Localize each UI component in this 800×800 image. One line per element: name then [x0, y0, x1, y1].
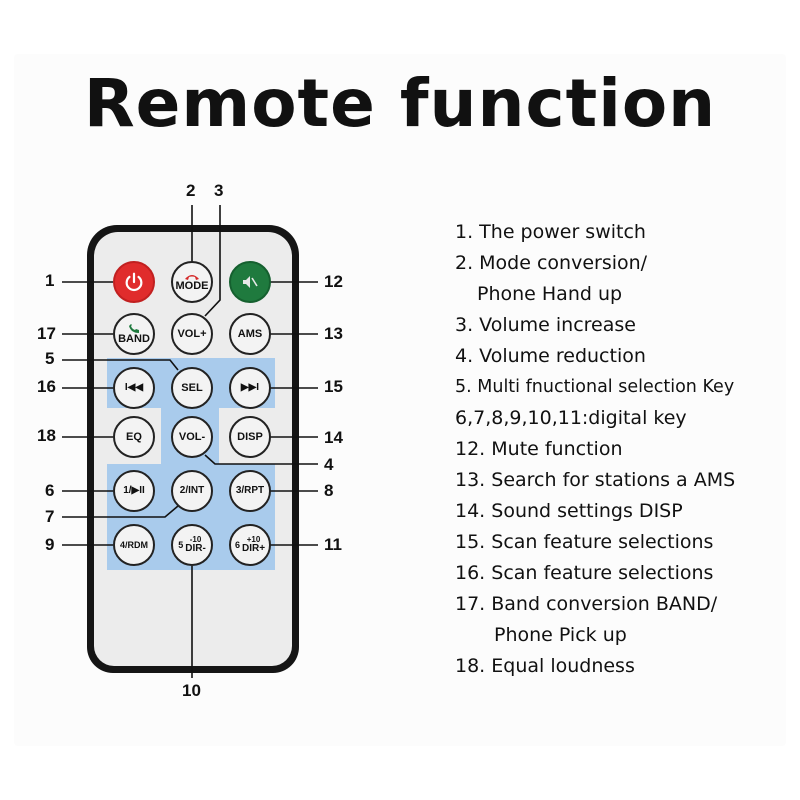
key-6-bottom: DIR+ — [241, 543, 266, 554]
previous-button[interactable]: I◀◀ — [113, 367, 155, 409]
desc-sel: 5. Multi fnuctional selection Key — [455, 377, 735, 397]
vol-up-label: VOL+ — [177, 327, 207, 340]
callout-8: 8 — [324, 481, 334, 500]
power-button[interactable] — [113, 261, 155, 303]
key-1-label: 1/▶II — [123, 485, 145, 496]
desc-disp: 14. Sound settings DISP — [455, 500, 683, 522]
desc-eq: 18. Equal loudness — [455, 655, 635, 677]
ams-button[interactable]: AMS — [229, 313, 271, 355]
disp-label: DISP — [237, 430, 263, 443]
sel-button[interactable]: SEL — [171, 367, 213, 409]
callout-10: 10 — [182, 681, 201, 700]
previous-icon: I◀◀ — [124, 382, 144, 393]
hang-up-icon — [185, 274, 199, 280]
key-4-label: 4/RDM — [119, 539, 148, 550]
callout-2: 2 — [186, 181, 196, 200]
callout-18: 18 — [37, 426, 56, 445]
desc-digital: 6,7,8,9,10,11:digital key — [455, 407, 687, 429]
desc-band-cont: Phone Pick up — [494, 624, 627, 646]
callout-14: 14 — [324, 428, 343, 447]
sel-label: SEL — [181, 381, 203, 394]
callout-5: 5 — [45, 349, 55, 368]
desc-power: 1. The power switch — [455, 221, 646, 243]
callout-11: 11 — [324, 535, 342, 554]
callout-16: 16 — [37, 377, 56, 396]
desc-mode: 2. Mode conversion/ — [455, 252, 648, 274]
disp-button[interactable]: DISP — [229, 416, 271, 458]
mute-button[interactable] — [229, 261, 271, 303]
desc-band: 17. Band conversion BAND/ — [455, 593, 718, 615]
eq-button[interactable]: EQ — [113, 416, 155, 458]
desc-next: 15. Scan feature selections — [455, 531, 714, 553]
next-button[interactable]: ▶▶I — [229, 367, 271, 409]
key-6-number: 6 — [234, 539, 240, 550]
vol-up-button[interactable]: VOL+ — [171, 313, 213, 355]
mute-icon — [243, 276, 258, 288]
band-button[interactable]: BAND — [113, 313, 155, 355]
callout-13: 13 — [324, 324, 343, 343]
vol-down-button[interactable]: VOL- — [171, 416, 213, 458]
desc-prev: 16. Scan feature selections — [455, 562, 714, 584]
key-5-top: -10 — [189, 535, 202, 544]
key-6-top: +10 — [246, 535, 261, 544]
callout-4: 4 — [324, 455, 334, 474]
desc-vol-down: 4. Volume reduction — [455, 345, 646, 367]
key-2-button[interactable]: 2/INT — [171, 470, 213, 512]
power-icon — [125, 272, 143, 292]
mode-button[interactable]: MODE — [171, 261, 213, 303]
next-icon: ▶▶I — [240, 382, 260, 393]
callout-7: 7 — [45, 507, 55, 526]
callout-9: 9 — [45, 535, 55, 554]
desc-mute: 12. Mute function — [455, 438, 623, 460]
callout-3: 3 — [214, 181, 224, 200]
key-1-button[interactable]: 1/▶II — [113, 470, 155, 512]
key-2-label: 2/INT — [179, 485, 205, 496]
desc-ams: 13. Search for stations a AMS — [455, 469, 736, 491]
callout-6: 6 — [45, 481, 55, 500]
callout-12: 12 — [324, 272, 343, 291]
key-5-number: 5 — [178, 539, 184, 550]
callout-1: 1 — [45, 271, 55, 290]
ams-label: AMS — [237, 327, 263, 340]
key-3-label: 3/RPT — [235, 485, 265, 496]
mode-label: MODE — [175, 279, 209, 292]
key-3-button[interactable]: 3/RPT — [229, 470, 271, 512]
callout-17: 17 — [37, 324, 56, 343]
band-label: BAND — [118, 332, 150, 345]
pick-up-icon — [129, 323, 139, 333]
callout-15: 15 — [324, 377, 343, 396]
eq-label: EQ — [126, 430, 142, 443]
desc-mode-cont: Phone Hand up — [477, 283, 623, 305]
page-title: Remote function — [83, 65, 717, 142]
key-5-bottom: DIR- — [185, 543, 206, 554]
vol-down-label: VOL- — [178, 430, 206, 443]
desc-vol-up: 3. Volume increase — [455, 314, 636, 336]
key-4-button[interactable]: 4/RDM — [113, 524, 155, 566]
